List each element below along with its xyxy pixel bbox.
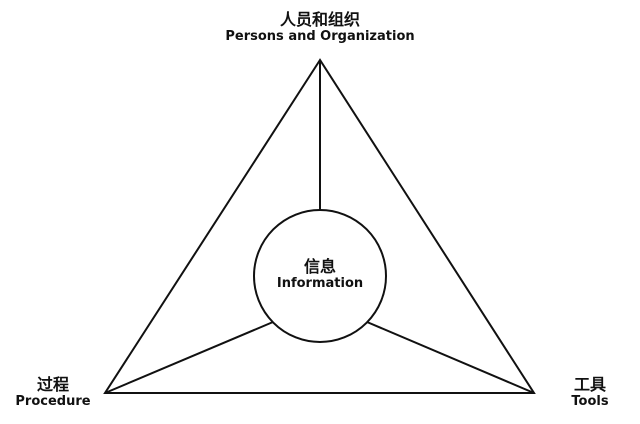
outer-triangle <box>103 58 536 394</box>
left-node-en: Procedure <box>15 394 91 410</box>
left-node-label: 过程 Procedure <box>0 375 106 410</box>
connector-left <box>104 321 274 394</box>
right-node-label: 工具 Tools <box>540 375 640 410</box>
connector-right <box>366 321 535 394</box>
top-node-label: 人员和组织 Persons and Organization <box>220 10 420 45</box>
right-node-en: Tools <box>571 394 609 410</box>
center-node-label: 信息 Information <box>260 257 380 292</box>
top-node-en: Persons and Organization <box>225 29 415 45</box>
left-node-zh: 过程 <box>36 375 69 394</box>
right-node-zh: 工具 <box>573 375 606 394</box>
center-circle <box>253 209 387 343</box>
center-node-zh: 信息 <box>303 257 336 276</box>
top-node-zh: 人员和组织 <box>279 10 360 29</box>
center-node-en: Information <box>276 276 364 292</box>
